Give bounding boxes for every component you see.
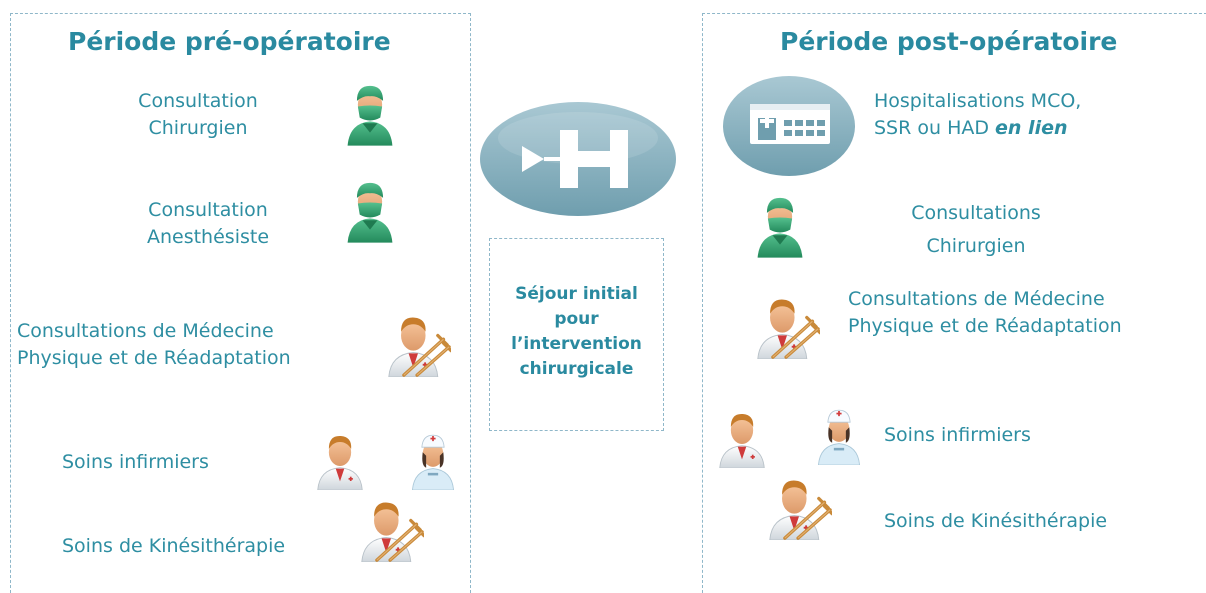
label-line: pour <box>554 309 599 329</box>
doctor-crutches-icon <box>358 496 424 562</box>
initial-stay-text: Séjour initial pour l’intervention chiru… <box>489 282 664 382</box>
pre-operative-title: Période pré-opératoire <box>68 27 391 56</box>
physiotherapy-label: Soins de Kinésithérapie <box>884 510 1108 532</box>
label-line: l’intervention <box>511 334 642 354</box>
doctor-icon <box>312 430 368 490</box>
label-line: Consultation <box>148 199 268 221</box>
label-line: Anesthésiste <box>146 226 270 248</box>
consultation-anesthesist-label: Consultation Anesthésiste <box>108 197 308 251</box>
doctor-crutches-icon <box>766 474 832 540</box>
nurse-icon <box>406 430 460 490</box>
label-line: chirurgicale <box>519 359 634 379</box>
label-line: Séjour initial <box>515 284 638 304</box>
nursing-care-label: Soins infirmiers <box>884 424 1031 446</box>
hospitalisations-label: Hospitalisations MCO, SSR ou HAD en lien <box>874 88 1081 142</box>
label-line: Physique et de Réadaptation <box>17 347 291 369</box>
label-line: SSR ou HAD en lien <box>874 115 1081 142</box>
hospital-h-logo-icon <box>478 100 678 218</box>
surgeon-icon <box>342 80 398 146</box>
post-operative-title: Période post-opératoire <box>780 27 1118 56</box>
label-line: Consultations de Médecine <box>848 288 1105 310</box>
label-line: Consultation <box>138 90 258 112</box>
pre-operative-panel <box>10 13 471 593</box>
label-line: Chirurgien <box>926 235 1026 257</box>
doctor-crutches-icon <box>385 311 451 377</box>
post-operative-panel <box>702 13 1206 593</box>
label-line: Physique et de Réadaptation <box>848 315 1122 337</box>
label-line: Consultations de Médecine <box>17 320 274 342</box>
surgeon-icon <box>752 192 808 258</box>
consultations-surgeon-label: Consultations Chirurgien <box>876 197 1076 263</box>
nursing-care-label: Soins infirmiers <box>62 451 209 473</box>
label-text: SSR ou HAD <box>874 117 996 139</box>
label-line: Hospitalisations MCO, <box>874 90 1082 112</box>
hospital-building-icon <box>722 74 856 178</box>
physiotherapy-label: Soins de Kinésithérapie <box>62 535 286 557</box>
emphasis-text: en lien <box>995 117 1068 139</box>
initial-stay-box <box>489 238 664 431</box>
label-line: Consultations <box>911 202 1041 224</box>
doctor-crutches-icon <box>754 293 820 359</box>
consultation-surgeon-label: Consultation Chirurgien <box>98 88 298 142</box>
nurse-icon <box>812 405 866 465</box>
mpr-consultations-label: Consultations de Médecine Physique et de… <box>848 286 1122 340</box>
label-line: Chirurgien <box>148 117 248 139</box>
doctor-icon <box>714 408 770 468</box>
surgeon-icon <box>342 177 398 243</box>
mpr-consultations-label: Consultations de Médecine Physique et de… <box>17 318 291 372</box>
